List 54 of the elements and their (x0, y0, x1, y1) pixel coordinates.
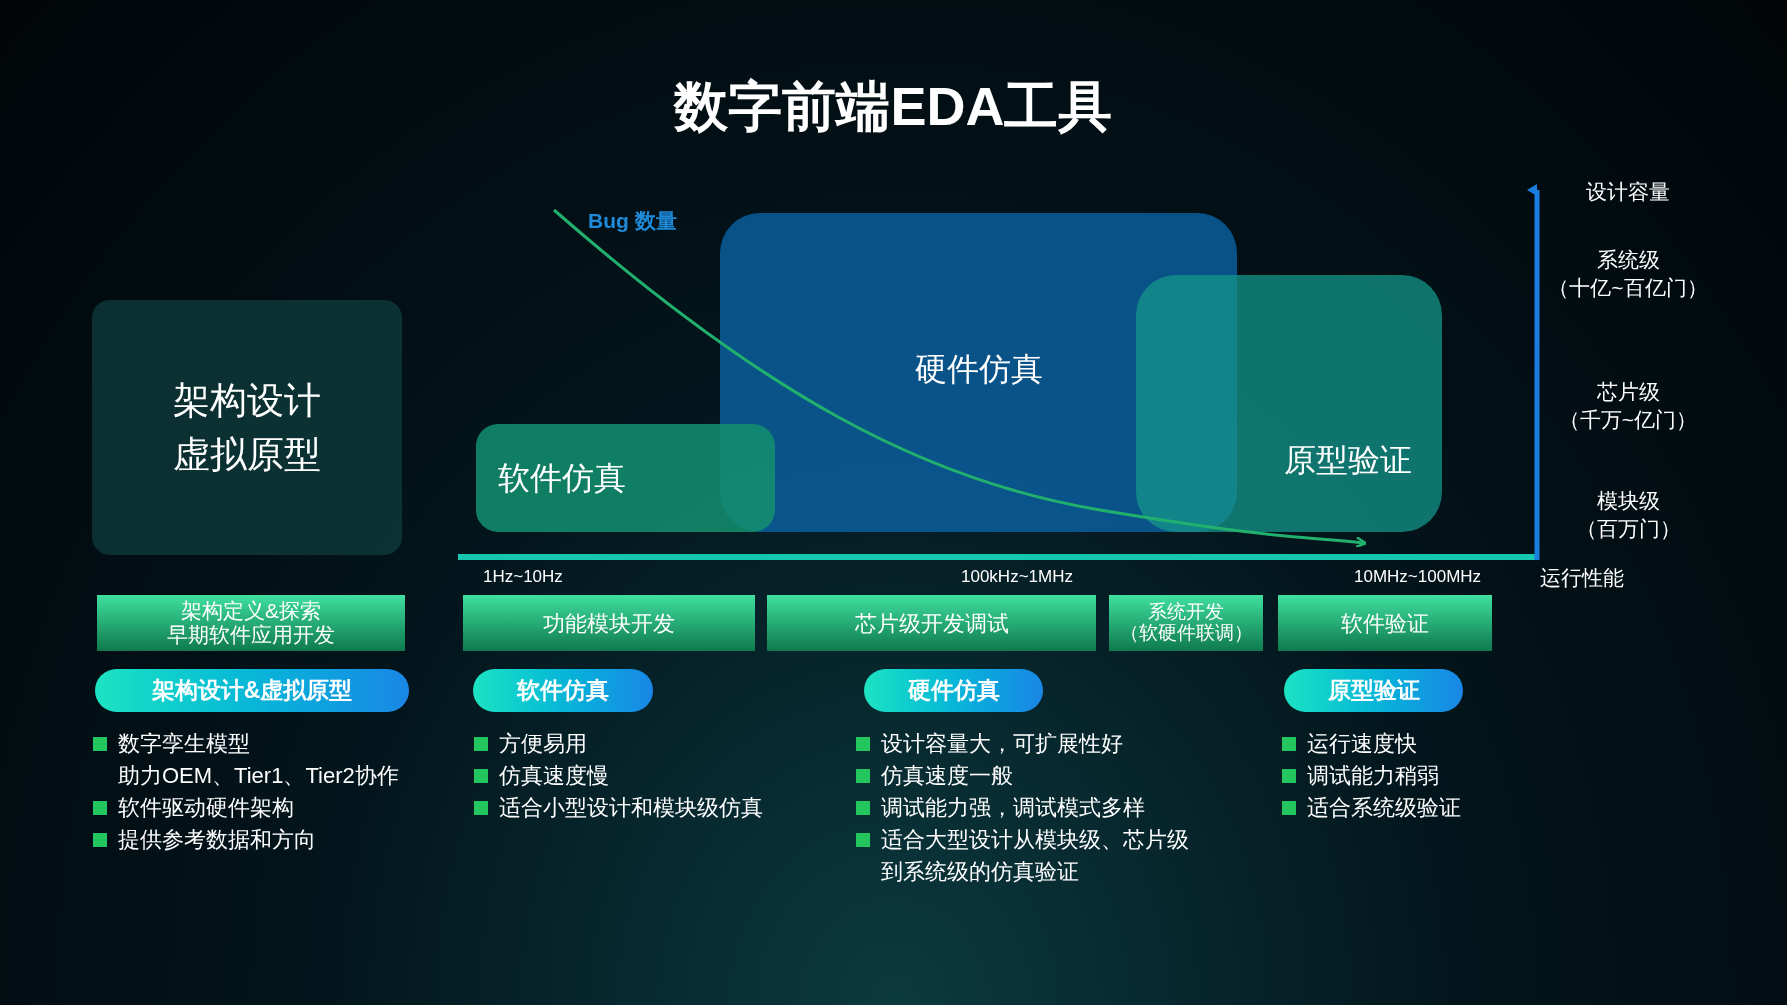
phase-label: 软件验证 (1341, 609, 1429, 638)
bullet-text: 运行速度快 (1307, 730, 1417, 758)
phase-label: 架构定义&探索 (181, 598, 321, 623)
bullet-text: 提供参考数据和方向 (118, 826, 316, 854)
category-pill (1284, 669, 1463, 712)
phase-bar (1109, 595, 1263, 651)
bullet-text: 软件驱动硬件架构 (118, 794, 294, 822)
phase-label: 功能模块开发 (543, 609, 675, 638)
frequency-tick: 100kHz~1MHz (961, 566, 1073, 588)
capacity-range: （千万~亿门） (1557, 407, 1699, 433)
capacity-level: 模块级 (1595, 488, 1661, 514)
capacity-level: 芯片级 (1595, 379, 1661, 405)
phase-bar (1278, 595, 1492, 651)
frequency-tick: 1Hz~10Hz (483, 566, 563, 588)
stage-label: 架构设计虚拟原型 (172, 378, 322, 477)
bullet-text: 仿真速度慢 (499, 762, 609, 790)
bullet-text: 设计容量大，可扩展性好 (881, 730, 1123, 758)
bullet-text: 方便易用 (499, 730, 587, 758)
stage-label: 原型验证 (1284, 441, 1412, 480)
phase-label: 系统开发 (1148, 602, 1224, 623)
phase-bar (463, 595, 755, 651)
category-pill (473, 669, 653, 712)
phase-bar (97, 595, 405, 651)
capacity-range: （十亿~百亿门） (1547, 275, 1709, 301)
frequency-tick: 10MHz~100MHz (1354, 566, 1482, 588)
bullet-text: 适合大型设计从模块级、芯片级到系统级的仿真验证 (881, 826, 1190, 886)
bullet-text: 调试能力强，调试模式多样 (881, 794, 1145, 822)
category-pill (864, 669, 1043, 712)
category-label: 架构设计&虚拟原型 (151, 676, 353, 706)
capacity-range: （百万门） (1574, 516, 1682, 542)
bullet-text: 适合系统级验证 (1307, 794, 1461, 822)
category-label: 硬件仿真 (907, 676, 1000, 706)
category-label: 软件仿真 (517, 676, 609, 706)
stage-label: 硬件仿真 (914, 350, 1043, 389)
stage-box (1136, 275, 1442, 532)
axis-title: 设计容量 (1585, 179, 1671, 205)
stage-box (476, 424, 775, 532)
category-label: 原型验证 (1327, 676, 1420, 706)
bullet-text: 适合小型设计和模块级仿真 (499, 794, 763, 822)
category-pill (95, 669, 409, 712)
axis-title: 运行性能 (1540, 565, 1624, 591)
phase-label: 早期软件应用开发 (167, 623, 335, 648)
phase-label: 芯片级开发调试 (854, 609, 1009, 638)
stage-label: 软件仿真 (498, 459, 626, 498)
bullet-text: 数字孪生模型 (118, 730, 250, 758)
bullet-text: 仿真速度一般 (881, 762, 1013, 790)
title: 数字前端EDA工具 (674, 75, 1113, 138)
stage-box (92, 300, 402, 555)
bullet-text: 助力OEM、Tier1、Tier2协作 (118, 762, 399, 790)
phase-bar (767, 595, 1096, 651)
phase-label: （软硬件联调） (1119, 623, 1253, 644)
bullet-text: 调试能力稍弱 (1307, 762, 1439, 790)
capacity-level: 系统级 (1595, 247, 1661, 273)
curve-label: Bug 数量 (588, 208, 677, 234)
